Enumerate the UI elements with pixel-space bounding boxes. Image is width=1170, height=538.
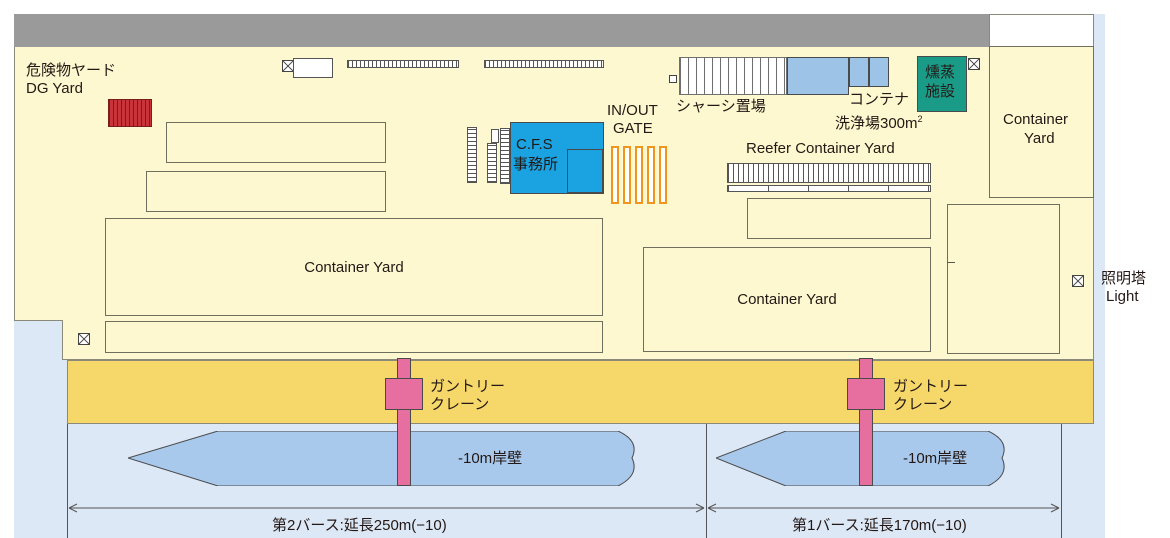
- ship-left: [128, 431, 635, 486]
- quay-right-label: -10m岸壁: [903, 450, 968, 467]
- rack-cfs-3: [491, 129, 499, 143]
- container-yard-right-label-1: Container: [1003, 111, 1069, 128]
- fumigation-label-2: 施設: [925, 83, 956, 100]
- top-road-right: [989, 14, 1094, 47]
- wash-area-2: [849, 57, 869, 87]
- wash-area-1: [787, 57, 849, 95]
- wash-label-2: 洗浄場300m2: [835, 110, 923, 133]
- berth2-label: 第2バース:延長250m(−10): [272, 517, 447, 534]
- dg-yard-label-en: DG Yard: [26, 80, 83, 97]
- cfs-label-2: 事務所: [513, 156, 559, 173]
- container-rack-top-1: [347, 60, 459, 68]
- gate-lane: [623, 146, 631, 204]
- berth2-dimension: [68, 503, 705, 513]
- top-road: [14, 14, 989, 47]
- rack-cfs-2: [487, 143, 497, 183]
- reefer-yard-label: Reefer Container Yard: [746, 140, 895, 157]
- yard-block-1: [166, 122, 386, 163]
- light-tower-icon: [78, 333, 90, 345]
- crane-left-label-2: クレーン: [430, 396, 490, 413]
- dim-tick-mid: [706, 424, 707, 538]
- light-tower-icon: [1072, 275, 1084, 287]
- dim-tick-right: [1061, 424, 1062, 538]
- apron: [67, 360, 1094, 424]
- berth1-label: 第1バース:延長170m(−10): [792, 517, 967, 534]
- rack-cfs-1: [467, 127, 477, 183]
- gate-lane: [635, 146, 643, 204]
- small-building: [293, 58, 333, 78]
- container-yard-mid: Container Yard: [643, 247, 931, 352]
- dg-yard-label-jp: 危険物ヤード: [26, 62, 117, 79]
- light-tower-label-en: Light: [1106, 288, 1139, 305]
- fumigation-label-1: 燻蒸: [925, 64, 956, 81]
- container-yard-left-label: Container Yard: [304, 258, 404, 276]
- chassis-marker: [669, 75, 677, 83]
- wash-label-unit-sup: 2: [917, 114, 923, 124]
- container-yard-left: Container Yard: [105, 218, 603, 316]
- gate-label-2: GATE: [613, 120, 653, 137]
- cfs-annex: [567, 149, 603, 193]
- yard-block-tick: [947, 262, 955, 263]
- container-rack-top-2: [484, 60, 604, 68]
- container-yard-right: [989, 46, 1094, 198]
- light-tower-icon: [968, 58, 980, 70]
- berth1-dimension: [707, 503, 1060, 513]
- yard-block-reefer: [747, 198, 931, 239]
- gantry-crane-right-head: [847, 378, 885, 410]
- chassis-label: シャーシ置場: [676, 98, 766, 115]
- gate-label-1: IN/OUT: [607, 102, 658, 119]
- wash-area-3: [869, 57, 889, 87]
- wash-label-2-text: 洗浄場300m: [835, 115, 918, 132]
- dg-yard-block: [108, 99, 152, 127]
- reefer-rack: [727, 163, 931, 183]
- wash-label-1: コンテナ: [849, 91, 910, 108]
- gate-lane: [647, 146, 655, 204]
- crane-left-label-1: ガントリー: [430, 378, 506, 395]
- gantry-crane-left-head: [385, 378, 423, 410]
- rack-cfs-4: [500, 128, 510, 184]
- yard-block-right-lower: [947, 204, 1060, 354]
- yard-block-2: [146, 171, 386, 212]
- quay-left-label: -10m岸壁: [458, 450, 523, 467]
- container-yard-mid-label: Container Yard: [737, 291, 837, 308]
- light-tower-label-jp: 照明塔: [1101, 270, 1147, 287]
- water-left-strip: [14, 320, 62, 538]
- crane-right-label-2: クレーン: [893, 396, 953, 413]
- cfs-label-1: C.F.S: [516, 136, 553, 153]
- container-yard-right-label-2: Yard: [1024, 130, 1055, 147]
- cfs-office: [510, 122, 604, 194]
- reefer-rack-base: [727, 185, 931, 192]
- gate-lane: [611, 146, 619, 204]
- crane-right-label-1: ガントリー: [893, 378, 969, 395]
- gate-lane: [659, 146, 667, 204]
- chassis-area: [679, 57, 787, 95]
- dim-tick-left: [67, 424, 68, 538]
- yard-block-lower: [105, 321, 603, 353]
- fumigation-facility: [917, 56, 967, 112]
